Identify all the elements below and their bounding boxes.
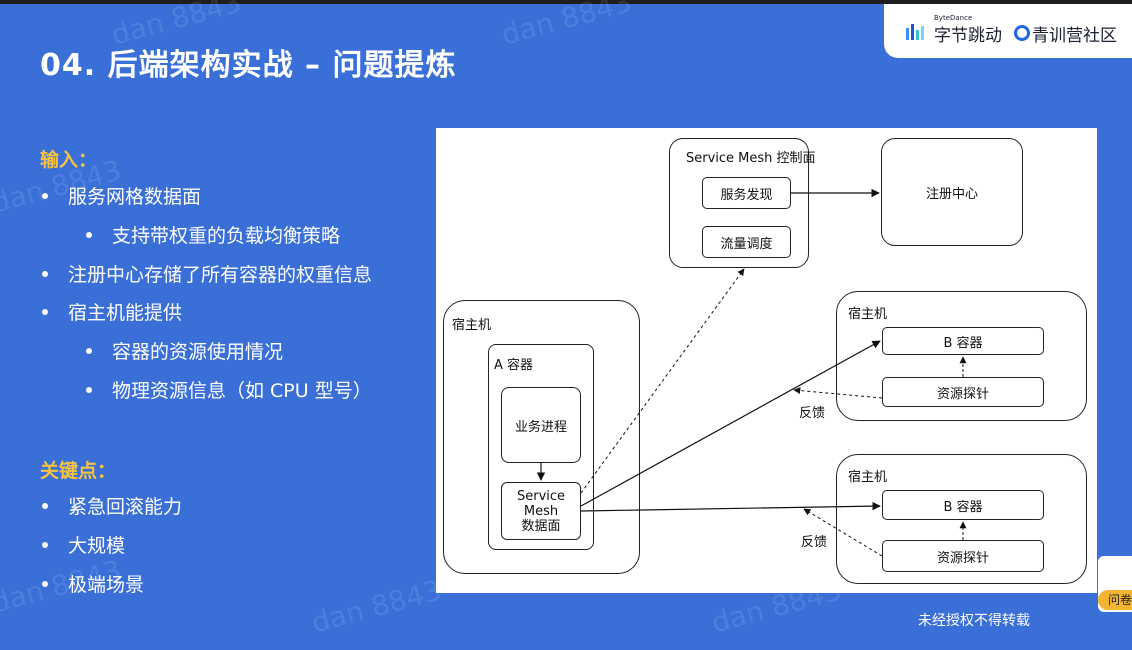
probe-b2-box: 资源探针 [882,540,1044,572]
host-b2-label: 宿主机 [848,470,888,485]
bullet-icon [86,347,92,354]
list-item: 服务网格数据面 [42,182,201,209]
service-discovery-box: 服务发现 [702,177,791,209]
traffic-dispatch-box: 流量调度 [702,226,791,258]
mesh-line-2: Mesh [523,503,559,519]
mesh-data-plane-box: Service Mesh 数据面 [501,482,581,540]
list-item: 大规模 [42,531,125,558]
page-title: 04. 后端架构实战 – 问题提炼 [40,48,457,83]
brand-small-text: ByteDance [934,14,973,22]
registry-box: 注册中心 [881,138,1023,246]
bullet-icon [42,192,48,199]
survey-button[interactable]: 问卷 [1098,590,1132,610]
top-bar [0,0,1132,4]
watermark: dan 8843 [497,0,635,52]
bytedance-logo-icon [906,24,924,40]
bullet-icon [86,386,92,393]
diagram-connectors [536,188,967,557]
brand-name: 字节跳动 [934,26,1002,46]
bullet-icon [86,231,92,238]
feedback-label-2: 反馈 [801,535,828,550]
control-plane-title: Service Mesh 控制面 [686,151,816,166]
container-a-label: A 容器 [494,358,534,373]
input-label: 输入： [40,149,98,171]
container-b1-box: B 容器 [882,327,1044,355]
bullet-icon [42,502,48,509]
list-item: 极端场景 [42,570,144,597]
list-item: 宿主机能提供 [42,298,182,325]
bullet-icon [42,541,48,548]
biz-process-box: 业务进程 [501,387,581,463]
mesh-line-1: Service [516,488,566,504]
list-item: 容器的资源使用情况 [86,337,283,364]
watermark: dan 8843 [307,573,445,640]
list-item: 支持带权重的负载均衡策略 [86,221,340,248]
list-item: 注册中心存储了所有容器的权重信息 [42,260,372,287]
mesh-line-3: 数据面 [521,518,561,534]
host-b1-label: 宿主机 [848,307,888,322]
host-a-label: 宿主机 [452,318,492,333]
architecture-diagram: Service Mesh 控制面 服务发现 流量调度 注册中心 宿主机 A 容器… [436,128,1097,593]
copyright-note: 未经授权不得转载 [918,613,1030,629]
list-item: 紧急回滚能力 [42,492,182,519]
key-points-label: 关键点： [40,460,117,482]
bullet-icon [42,580,48,587]
brand-partner: 青训营社区 [1032,26,1117,46]
feedback-label-1: 反馈 [799,406,826,421]
container-b2-box: B 容器 [882,490,1044,520]
brand-header: ByteDance 字节跳动 青训营社区 [884,4,1132,58]
probe-b1-box: 资源探针 [882,377,1044,407]
community-logo-icon [1014,25,1030,41]
bullet-icon [42,308,48,315]
list-item: 物理资源信息（如 CPU 型号） [86,376,372,403]
bullet-icon [42,270,48,277]
